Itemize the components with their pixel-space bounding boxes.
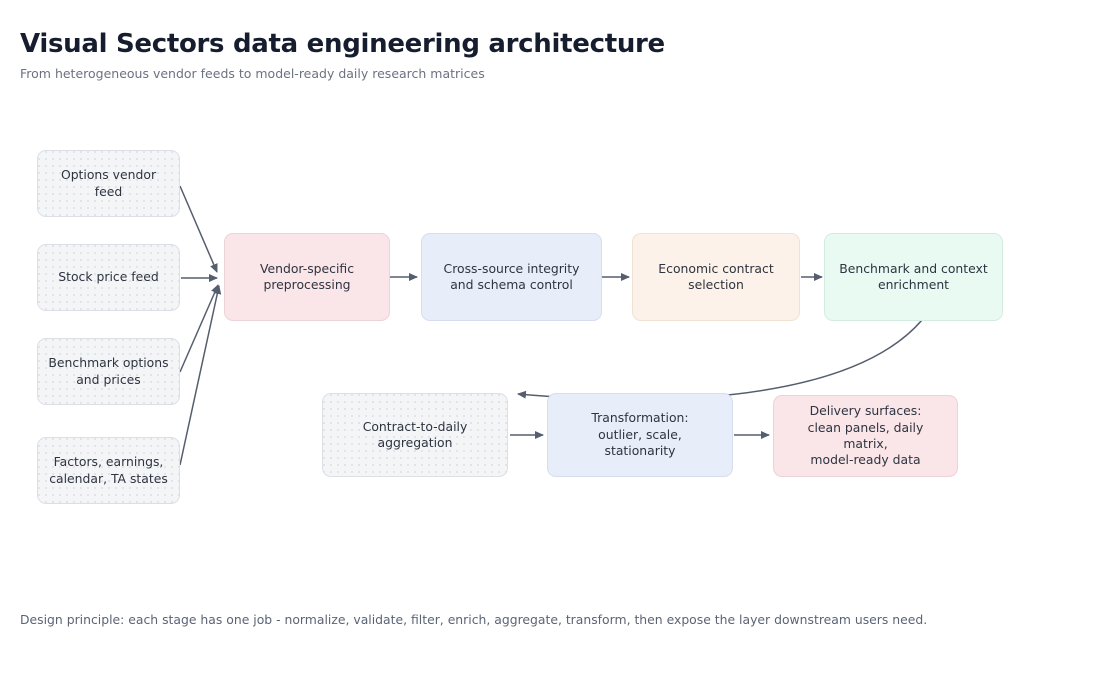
node-vendor-specific-preprocessing[interactable]: Vendor-specific preprocessing — [224, 233, 390, 321]
node-label: Cross-source integrity and schema contro… — [443, 260, 580, 292]
node-benchmark-and-context-enrichment[interactable]: Benchmark and context enrichment — [824, 233, 1003, 321]
node-cross-source-integrity-and-schema-control[interactable]: Cross-source integrity and schema contro… — [421, 233, 602, 321]
node-delivery-surfaces[interactable]: Delivery surfaces: clean panels, daily m… — [773, 395, 958, 477]
edge-factors-earnings-to-vendor-preprocessing — [179, 285, 222, 466]
node-label: Delivery surfaces: clean panels, daily m… — [807, 403, 924, 468]
node-economic-contract-selection[interactable]: Economic contract selection — [632, 233, 800, 321]
page-title: Visual Sectors data engineering architec… — [20, 29, 665, 59]
edge-options-vendor-feed-to-vendor-preprocessing — [179, 185, 218, 273]
node-stock-price-feed[interactable]: Stock price feed — [37, 244, 180, 311]
node-label: Factors, earnings, calendar, TA states — [49, 454, 168, 486]
node-label: Benchmark and context enrichment — [839, 260, 988, 292]
node-label: Transformation: outlier, scale, stationa… — [591, 410, 689, 459]
node-transformation[interactable]: Transformation: outlier, scale, stationa… — [547, 393, 733, 477]
node-label: Economic contract selection — [658, 260, 774, 292]
edge-benchmark-options-to-vendor-preprocessing — [179, 284, 219, 373]
node-benchmark-options-and-prices[interactable]: Benchmark options and prices — [37, 338, 180, 405]
design-principle-note: Design principle: each stage has one job… — [20, 612, 928, 627]
node-contract-to-daily-aggregation[interactable]: Contract-to-daily aggregation — [322, 393, 508, 477]
node-factors-earnings-calendar-ta-states[interactable]: Factors, earnings, calendar, TA states — [37, 437, 180, 504]
node-label: Stock price feed — [58, 269, 159, 285]
node-options-vendor-feed[interactable]: Options vendor feed — [37, 150, 180, 217]
node-label: Options vendor feed — [60, 167, 157, 199]
node-label: Benchmark options and prices — [48, 355, 169, 387]
node-label: Contract-to-daily aggregation — [362, 418, 468, 450]
page-subtitle: From heterogeneous vendor feeds to model… — [20, 65, 485, 81]
edge-benchmark-enrichment-to-contract-to-daily — [517, 319, 923, 401]
header: Visual Sectors data engineering architec… — [20, 29, 1060, 81]
node-label: Vendor-specific preprocessing — [259, 260, 355, 292]
